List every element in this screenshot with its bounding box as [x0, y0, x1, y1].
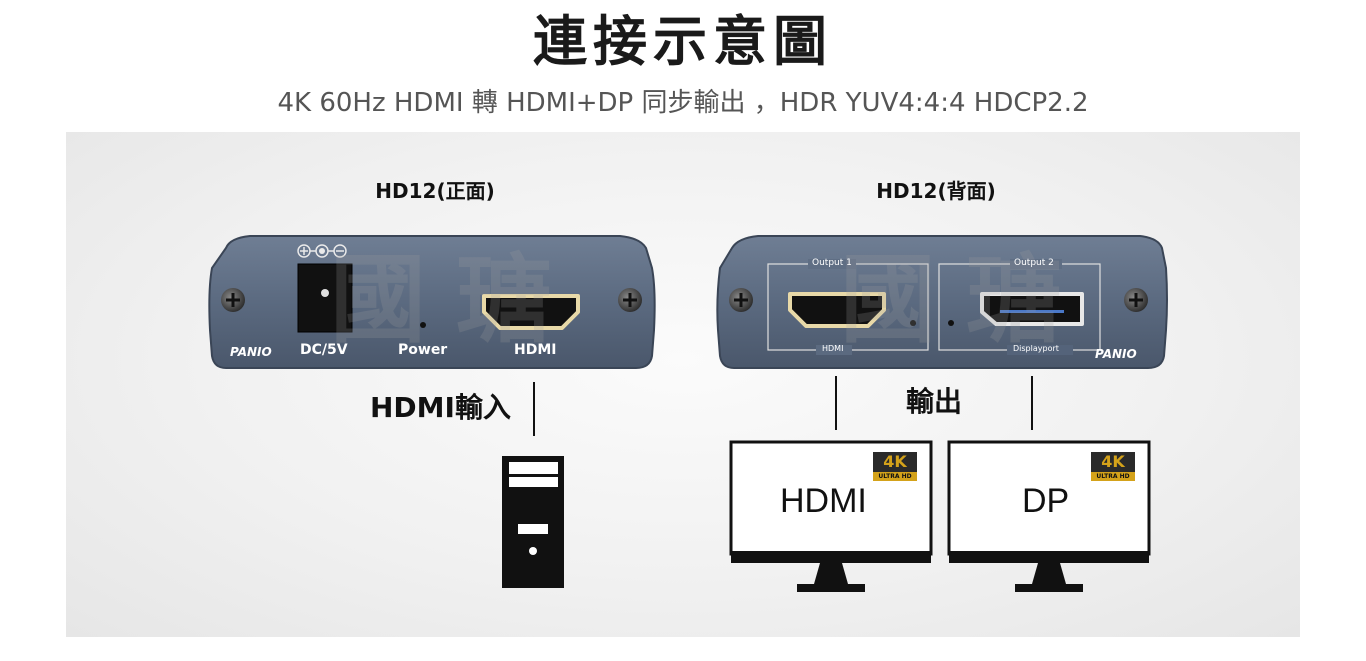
hdmi-input-label: HDMI — [514, 342, 557, 358]
hdmi-input-caption: HDMI輸入 — [370, 391, 511, 424]
watermark: 國瑭 — [330, 244, 582, 356]
4k-badge-icon: 4K — [1101, 452, 1125, 471]
monitor-dp-label: DP — [1022, 482, 1070, 520]
monitor-hdmi-label: HDMI — [780, 482, 867, 520]
back-device — [716, 235, 1168, 369]
dp-monitor-icon — [947, 440, 1151, 592]
led — [948, 320, 954, 326]
back-device-title: HD12(背面) — [876, 179, 996, 203]
dp-output-label: Displayport — [1013, 344, 1059, 353]
front-device — [208, 235, 656, 369]
polarity-icon — [297, 244, 347, 258]
front-brand-logo: PANIO — [230, 345, 272, 359]
back-brand-logo: PANIO — [1095, 347, 1137, 361]
dc-jack — [297, 263, 353, 333]
power-label: Power — [398, 342, 448, 358]
4k-badge-icon: 4K — [883, 452, 907, 471]
dc-label: DC/5V — [300, 342, 348, 358]
power-led — [420, 322, 426, 328]
output2-label: Output 2 — [1014, 258, 1054, 268]
hdmi-monitor-icon — [729, 440, 933, 592]
page-subtitle: 4K 60Hz HDMI 轉 HDMI+DP 同步輸出 ，HDR YUV4:4:… — [277, 88, 1089, 118]
front-device-title: HD12(正面) — [375, 179, 495, 203]
output-caption: 輸出 — [906, 385, 963, 418]
hdmi-port-icon — [482, 294, 580, 330]
displayport-icon — [980, 292, 1084, 326]
output1-label: Output 1 — [812, 258, 852, 268]
watermark: 國瑭 — [840, 244, 1092, 356]
ultra-hd-text: ULTRA HD — [878, 473, 912, 480]
hdmi-output-label: HDMI — [822, 344, 844, 353]
ultra-hd-text: ULTRA HD — [1096, 473, 1130, 480]
pc-tower-icon — [502, 456, 564, 588]
led — [910, 320, 916, 326]
hdmi-output-port-icon — [788, 292, 886, 328]
page-title: 連接示意圖 — [533, 10, 833, 73]
